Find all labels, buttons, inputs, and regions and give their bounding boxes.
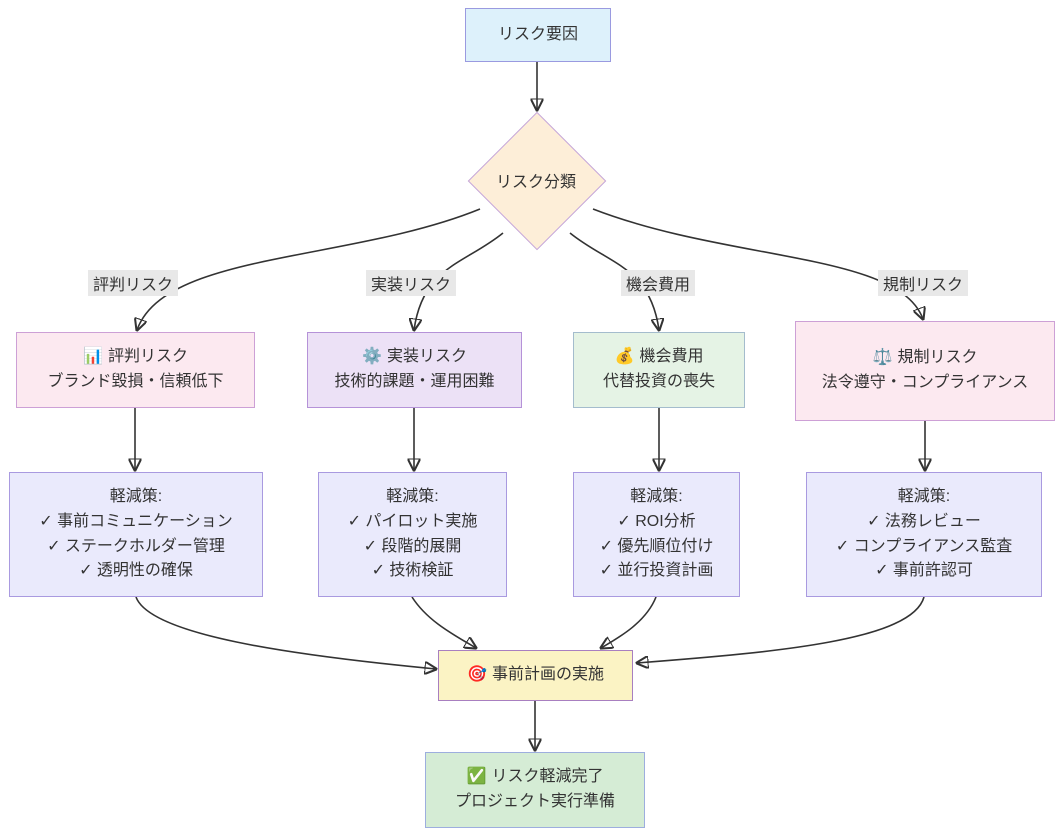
edge-classification-to-implementation — [414, 232, 504, 330]
node-mitigation-opportunity: 軽減策: ✓ ROI分析 ✓ 優先順位付け ✓ 並行投資計画 — [573, 472, 740, 597]
edge-classification-to-reputation — [137, 208, 481, 330]
mitigation-item: ✓ パイロット実施 — [347, 512, 478, 530]
complete-subtitle: プロジェクト実行準備 — [454, 793, 615, 810]
implementation-subtitle: 技術的課題・運用困難 — [334, 373, 495, 390]
edge-classification-to-opportunity — [569, 232, 659, 330]
mitigation-item: ✓ コンプライアンス監査 — [835, 537, 1013, 555]
node-complete: ✅リスク軽減完了 プロジェクト実行準備 — [425, 752, 645, 828]
node-plan: 🎯事前計画の実施 — [438, 650, 633, 701]
node-risk-factor: リスク要因 — [465, 8, 611, 62]
node-risk-factor-label: リスク要因 — [497, 25, 578, 43]
mitigation-title: 軽減策: — [630, 487, 683, 505]
edge-m4-to-plan — [637, 596, 925, 663]
mitigation-item: ✓ ステークホルダー管理 — [47, 537, 225, 555]
mitigation-item: ✓ 優先順位付け — [599, 537, 714, 555]
mitigation-item: ✓ ROI分析 — [617, 512, 696, 530]
edge-label-opportunity: 機会費用 — [620, 270, 696, 296]
mitigation-item: ✓ 技術検証 — [371, 562, 454, 580]
target-icon: 🎯 — [467, 666, 487, 684]
edge-classification-to-regulatory — [592, 208, 923, 319]
regulatory-subtitle: 法令遵守・コンプライアンス — [821, 374, 1029, 391]
reputation-subtitle: ブランド毀損・信頼低下 — [47, 373, 224, 390]
complete-title: リスク軽減完了 — [491, 768, 604, 786]
implementation-title: 実装リスク — [386, 348, 467, 366]
edge-m2-to-plan — [411, 596, 476, 648]
node-opportunity-cost: 💰機会費用 代替投資の喪失 — [573, 332, 745, 408]
mitigation-item: ✓ 事前コミュニケーション — [39, 512, 233, 530]
mitigation-item: ✓ 並行投資計画 — [599, 562, 714, 580]
edge-label-reputation: 評判リスク — [87, 270, 179, 296]
balance-scale-icon: ⚖️ — [872, 349, 893, 367]
edge-m1-to-plan — [135, 596, 436, 669]
opportunity-title: 機会費用 — [639, 348, 704, 366]
gear-icon: ⚙️ — [362, 348, 382, 366]
edge-m3-to-plan — [601, 596, 657, 648]
bar-chart-icon: 📊 — [83, 348, 103, 366]
plan-label: 事前計画の実施 — [491, 666, 604, 684]
mitigation-item: ✓ 段階的展開 — [363, 537, 462, 555]
edge-label-regulatory: 規制リスク — [877, 270, 969, 296]
reputation-title: 評判リスク — [107, 348, 188, 366]
node-mitigation-implementation: 軽減策: ✓ パイロット実施 ✓ 段階的展開 ✓ 技術検証 — [318, 472, 507, 597]
mitigation-item: ✓ 法務レビュー — [867, 512, 981, 530]
money-bag-icon: 💰 — [614, 348, 635, 366]
check-mark-icon: ✅ — [466, 768, 487, 786]
mitigation-title: 軽減策: — [386, 487, 439, 505]
node-mitigation-reputation: 軽減策: ✓ 事前コミュニケーション ✓ ステークホルダー管理 ✓ 透明性の確保 — [9, 472, 263, 597]
mitigation-item: ✓ 事前許認可 — [875, 562, 973, 580]
node-regulatory-risk: ⚖️規制リスク 法令遵守・コンプライアンス — [795, 321, 1055, 421]
mitigation-title: 軽減策: — [897, 487, 951, 505]
node-reputation-risk: 📊評判リスク ブランド毀損・信頼低下 — [16, 332, 255, 408]
node-mitigation-regulatory: 軽減策: ✓ 法務レビュー ✓ コンプライアンス監査 ✓ 事前許認可 — [806, 472, 1042, 597]
edge-label-implementation: 実装リスク — [365, 270, 457, 296]
mitigation-item: ✓ 透明性の確保 — [79, 562, 193, 580]
node-implementation-risk: ⚙️実装リスク 技術的課題・運用困難 — [307, 332, 522, 408]
regulatory-title: 規制リスク — [897, 349, 978, 367]
opportunity-subtitle: 代替投資の喪失 — [602, 373, 715, 390]
node-risk-classification-label: リスク分類 — [495, 174, 577, 191]
mitigation-title: 軽減策: — [109, 487, 163, 505]
